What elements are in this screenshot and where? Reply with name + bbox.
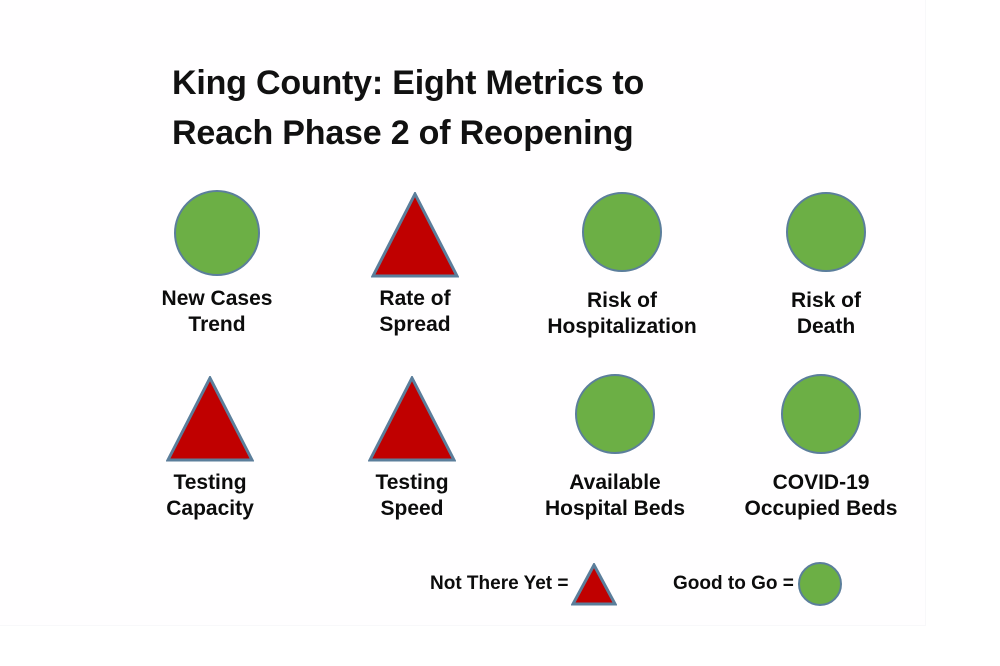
green-circle-icon (174, 190, 260, 276)
legend: Not There Yet = Good to Go = (430, 560, 900, 616)
green-circle-icon (582, 192, 662, 272)
green-circle-icon (797, 562, 842, 606)
status-shape-slot (107, 188, 327, 280)
legend-item-good-to-go: Good to Go = (673, 560, 842, 608)
slide-background (0, 0, 925, 625)
status-shape-slot (305, 188, 525, 280)
green-circle-icon (786, 192, 866, 272)
metric-label: Testing Capacity (166, 471, 254, 520)
metric-label: Risk of Hospitalization (547, 289, 697, 338)
red-triangle-icon (371, 192, 459, 278)
metric-testing-speed[interactable]: Testing Speed (302, 372, 522, 521)
metric-label: Testing Speed (375, 471, 449, 520)
legend-item-not-there-yet: Not There Yet = (430, 560, 617, 608)
metric-risk-of-hospitalization[interactable]: Risk of Hospitalization (512, 190, 732, 339)
metric-label: Risk of Death (790, 289, 861, 338)
metric-testing-capacity[interactable]: Testing Capacity (100, 372, 320, 521)
status-shape-slot (512, 190, 732, 282)
legend-label-good-to-go: Good to Go = (673, 573, 794, 594)
metric-label: Available Hospital Beds (544, 471, 686, 520)
metric-label: Rate of Spread (379, 287, 451, 336)
metric-label: COVID-19 Occupied Beds (744, 471, 898, 520)
metric-rate-of-spread[interactable]: Rate of Spread (305, 188, 525, 337)
red-triangle-icon (570, 562, 617, 606)
metric-available-hospital-beds[interactable]: Available Hospital Beds (505, 372, 725, 521)
metric-new-cases-trend[interactable]: New Cases Trend (107, 188, 327, 337)
status-shape-slot (711, 372, 931, 464)
green-circle-icon (781, 374, 861, 454)
metric-label: New Cases Trend (161, 287, 273, 336)
metric-covid-19-occupied-beds[interactable]: COVID-19 Occupied Beds (711, 372, 931, 521)
green-circle-icon (575, 374, 655, 454)
status-shape-slot (505, 372, 725, 464)
legend-label-not-there-yet: Not There Yet = (430, 573, 569, 594)
red-triangle-icon (368, 376, 456, 462)
metric-risk-of-death[interactable]: Risk of Death (716, 190, 936, 339)
status-shape-slot (100, 372, 320, 464)
status-shape-slot (302, 372, 522, 464)
red-triangle-icon (166, 376, 254, 462)
page-title: King County: Eight Metrics to Reach Phas… (172, 64, 645, 152)
status-shape-slot (716, 190, 936, 282)
